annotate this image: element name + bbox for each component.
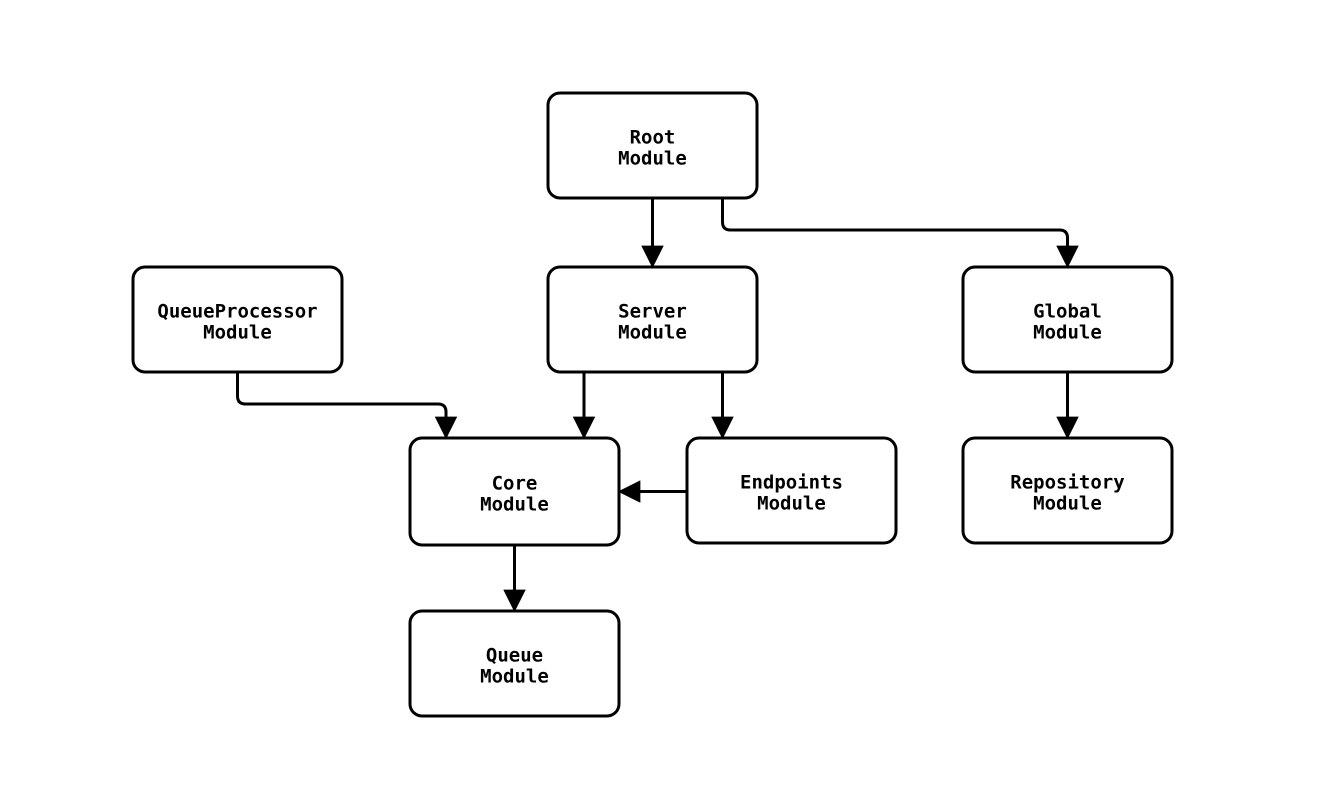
node-global-box: [961, 265, 1174, 374]
node-queue-box: [408, 609, 621, 718]
node-core-box: [408, 436, 621, 547]
edge-queueprocessor-to-core: [236, 372, 458, 440]
node-queueprocessor-box: [131, 265, 344, 374]
node-repository-box: [961, 436, 1174, 545]
node-endpoints-box: [685, 436, 898, 545]
node-server-box: [546, 265, 759, 374]
edge-root-to-global: [721, 198, 1079, 269]
node-root-box: [546, 91, 759, 200]
edges-layer: [236, 198, 1079, 613]
